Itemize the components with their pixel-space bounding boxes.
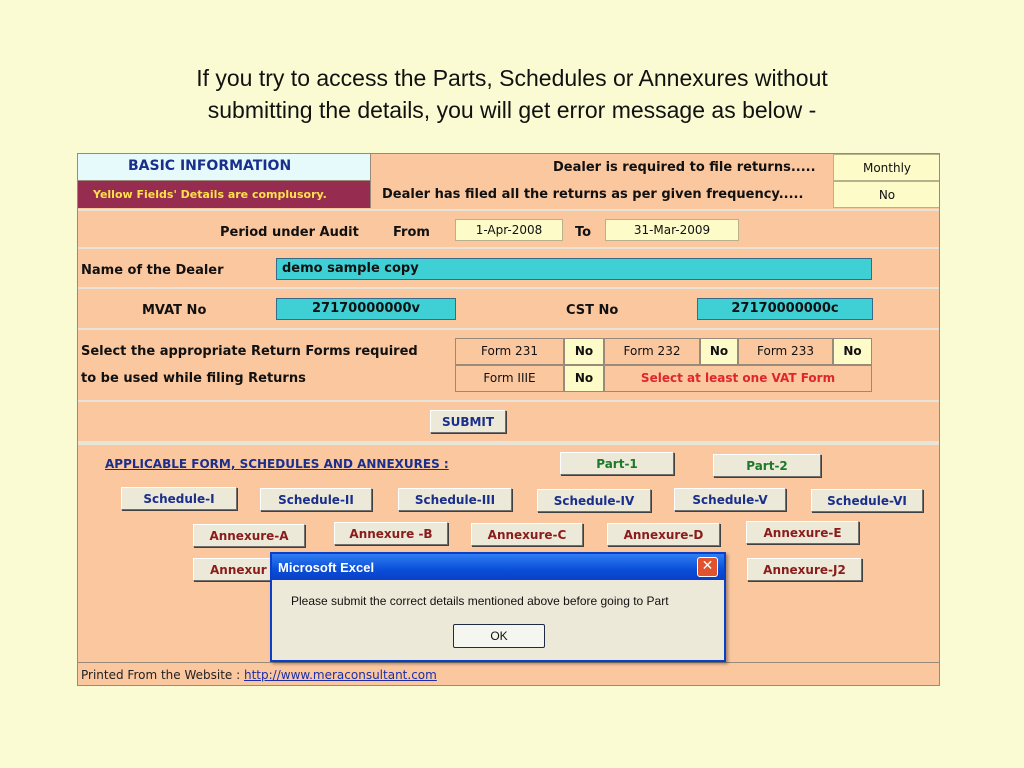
row-divider bbox=[78, 247, 939, 249]
required-frequency-label: Dealer is required to file returns..... bbox=[553, 160, 816, 175]
period-label: Period under Audit bbox=[220, 225, 359, 240]
vat-form-warning: Select at least one VAT Form bbox=[604, 365, 872, 392]
required-frequency-value[interactable]: Monthly bbox=[833, 154, 939, 181]
dialog-title: Microsoft Excel bbox=[278, 560, 375, 575]
schedule-v-button[interactable]: Schedule-V bbox=[674, 488, 786, 511]
annexure-c-button[interactable]: Annexure-C bbox=[471, 523, 583, 546]
row-divider bbox=[78, 328, 939, 330]
form-231-value[interactable]: No bbox=[564, 338, 604, 365]
dealer-name-label: Name of the Dealer bbox=[81, 263, 224, 278]
from-date-input[interactable]: 1-Apr-2008 bbox=[455, 219, 563, 241]
footer-website-link[interactable]: http://www.meraconsultant.com bbox=[244, 668, 437, 682]
basic-information-header: BASIC INFORMATION bbox=[78, 154, 371, 181]
mvat-label: MVAT No bbox=[142, 303, 207, 318]
part-1-button[interactable]: Part-1 bbox=[560, 452, 674, 475]
form-232-label: Form 232 bbox=[604, 338, 700, 365]
footer: Printed From the Website : http://www.me… bbox=[78, 662, 939, 685]
submit-button[interactable]: SUBMIT bbox=[430, 410, 506, 433]
part-2-button[interactable]: Part-2 bbox=[713, 454, 821, 477]
select-forms-label-1: Select the appropriate Return Forms requ… bbox=[81, 344, 418, 359]
slide-title: If you try to access the Parts, Schedule… bbox=[0, 62, 1024, 126]
form-iiie-value[interactable]: No bbox=[564, 365, 604, 392]
cst-label: CST No bbox=[566, 303, 619, 318]
dialog-message: Please submit the correct details mentio… bbox=[291, 594, 669, 608]
slide-title-line-2: submitting the details, you will get err… bbox=[207, 97, 817, 123]
form-iiie-label: Form IIIE bbox=[455, 365, 564, 392]
footer-text: Printed From the Website : bbox=[81, 668, 241, 682]
yellow-fields-note: Yellow Fields' Details are complusory. bbox=[78, 181, 371, 208]
annexure-j2-button[interactable]: Annexure-J2 bbox=[747, 558, 862, 581]
ok-button[interactable]: OK bbox=[453, 624, 545, 648]
row-divider bbox=[78, 400, 939, 402]
cst-input[interactable]: 27170000000c bbox=[697, 298, 873, 320]
form-232-value[interactable]: No bbox=[700, 338, 738, 365]
form-231-label: Form 231 bbox=[455, 338, 564, 365]
schedule-i-button[interactable]: Schedule-I bbox=[121, 487, 237, 510]
excel-sheet: BASIC INFORMATION Yellow Fields' Details… bbox=[77, 153, 940, 686]
row-divider bbox=[78, 287, 939, 289]
annexure-partial-button[interactable]: Annexur bbox=[193, 558, 273, 581]
applicable-forms-title: APPLICABLE FORM, SCHEDULES AND ANNEXURES… bbox=[105, 457, 449, 471]
filed-returns-label: Dealer has filed all the returns as per … bbox=[382, 187, 804, 202]
select-forms-label-2: to be used while filing Returns bbox=[81, 371, 306, 386]
schedule-vi-button[interactable]: Schedule-VI bbox=[811, 489, 923, 512]
schedule-iii-button[interactable]: Schedule-III bbox=[398, 488, 512, 511]
mvat-input[interactable]: 27170000000v bbox=[276, 298, 456, 320]
annexure-e-button[interactable]: Annexure-E bbox=[746, 521, 859, 544]
dealer-name-input[interactable]: demo sample copy bbox=[276, 258, 872, 280]
row-divider bbox=[78, 209, 939, 211]
to-date-input[interactable]: 31-Mar-2009 bbox=[605, 219, 739, 241]
form-233-label: Form 233 bbox=[738, 338, 833, 365]
annexure-a-button[interactable]: Annexure-A bbox=[193, 524, 305, 547]
from-label: From bbox=[393, 225, 430, 240]
close-icon[interactable]: ✕ bbox=[697, 557, 718, 577]
form-233-value[interactable]: No bbox=[833, 338, 872, 365]
annexure-d-button[interactable]: Annexure-D bbox=[607, 523, 720, 546]
annexure-b-button[interactable]: Annexure -B bbox=[334, 522, 448, 545]
error-dialog: Microsoft Excel ✕ Please submit the corr… bbox=[270, 552, 726, 662]
slide-title-line-1: If you try to access the Parts, Schedule… bbox=[196, 65, 828, 91]
dialog-titlebar: Microsoft Excel ✕ bbox=[272, 554, 724, 580]
to-label: To bbox=[575, 225, 592, 240]
filed-returns-value[interactable]: No bbox=[833, 181, 939, 208]
schedule-iv-button[interactable]: Schedule-IV bbox=[537, 489, 651, 512]
schedule-ii-button[interactable]: Schedule-II bbox=[260, 488, 372, 511]
row-divider bbox=[78, 441, 939, 445]
